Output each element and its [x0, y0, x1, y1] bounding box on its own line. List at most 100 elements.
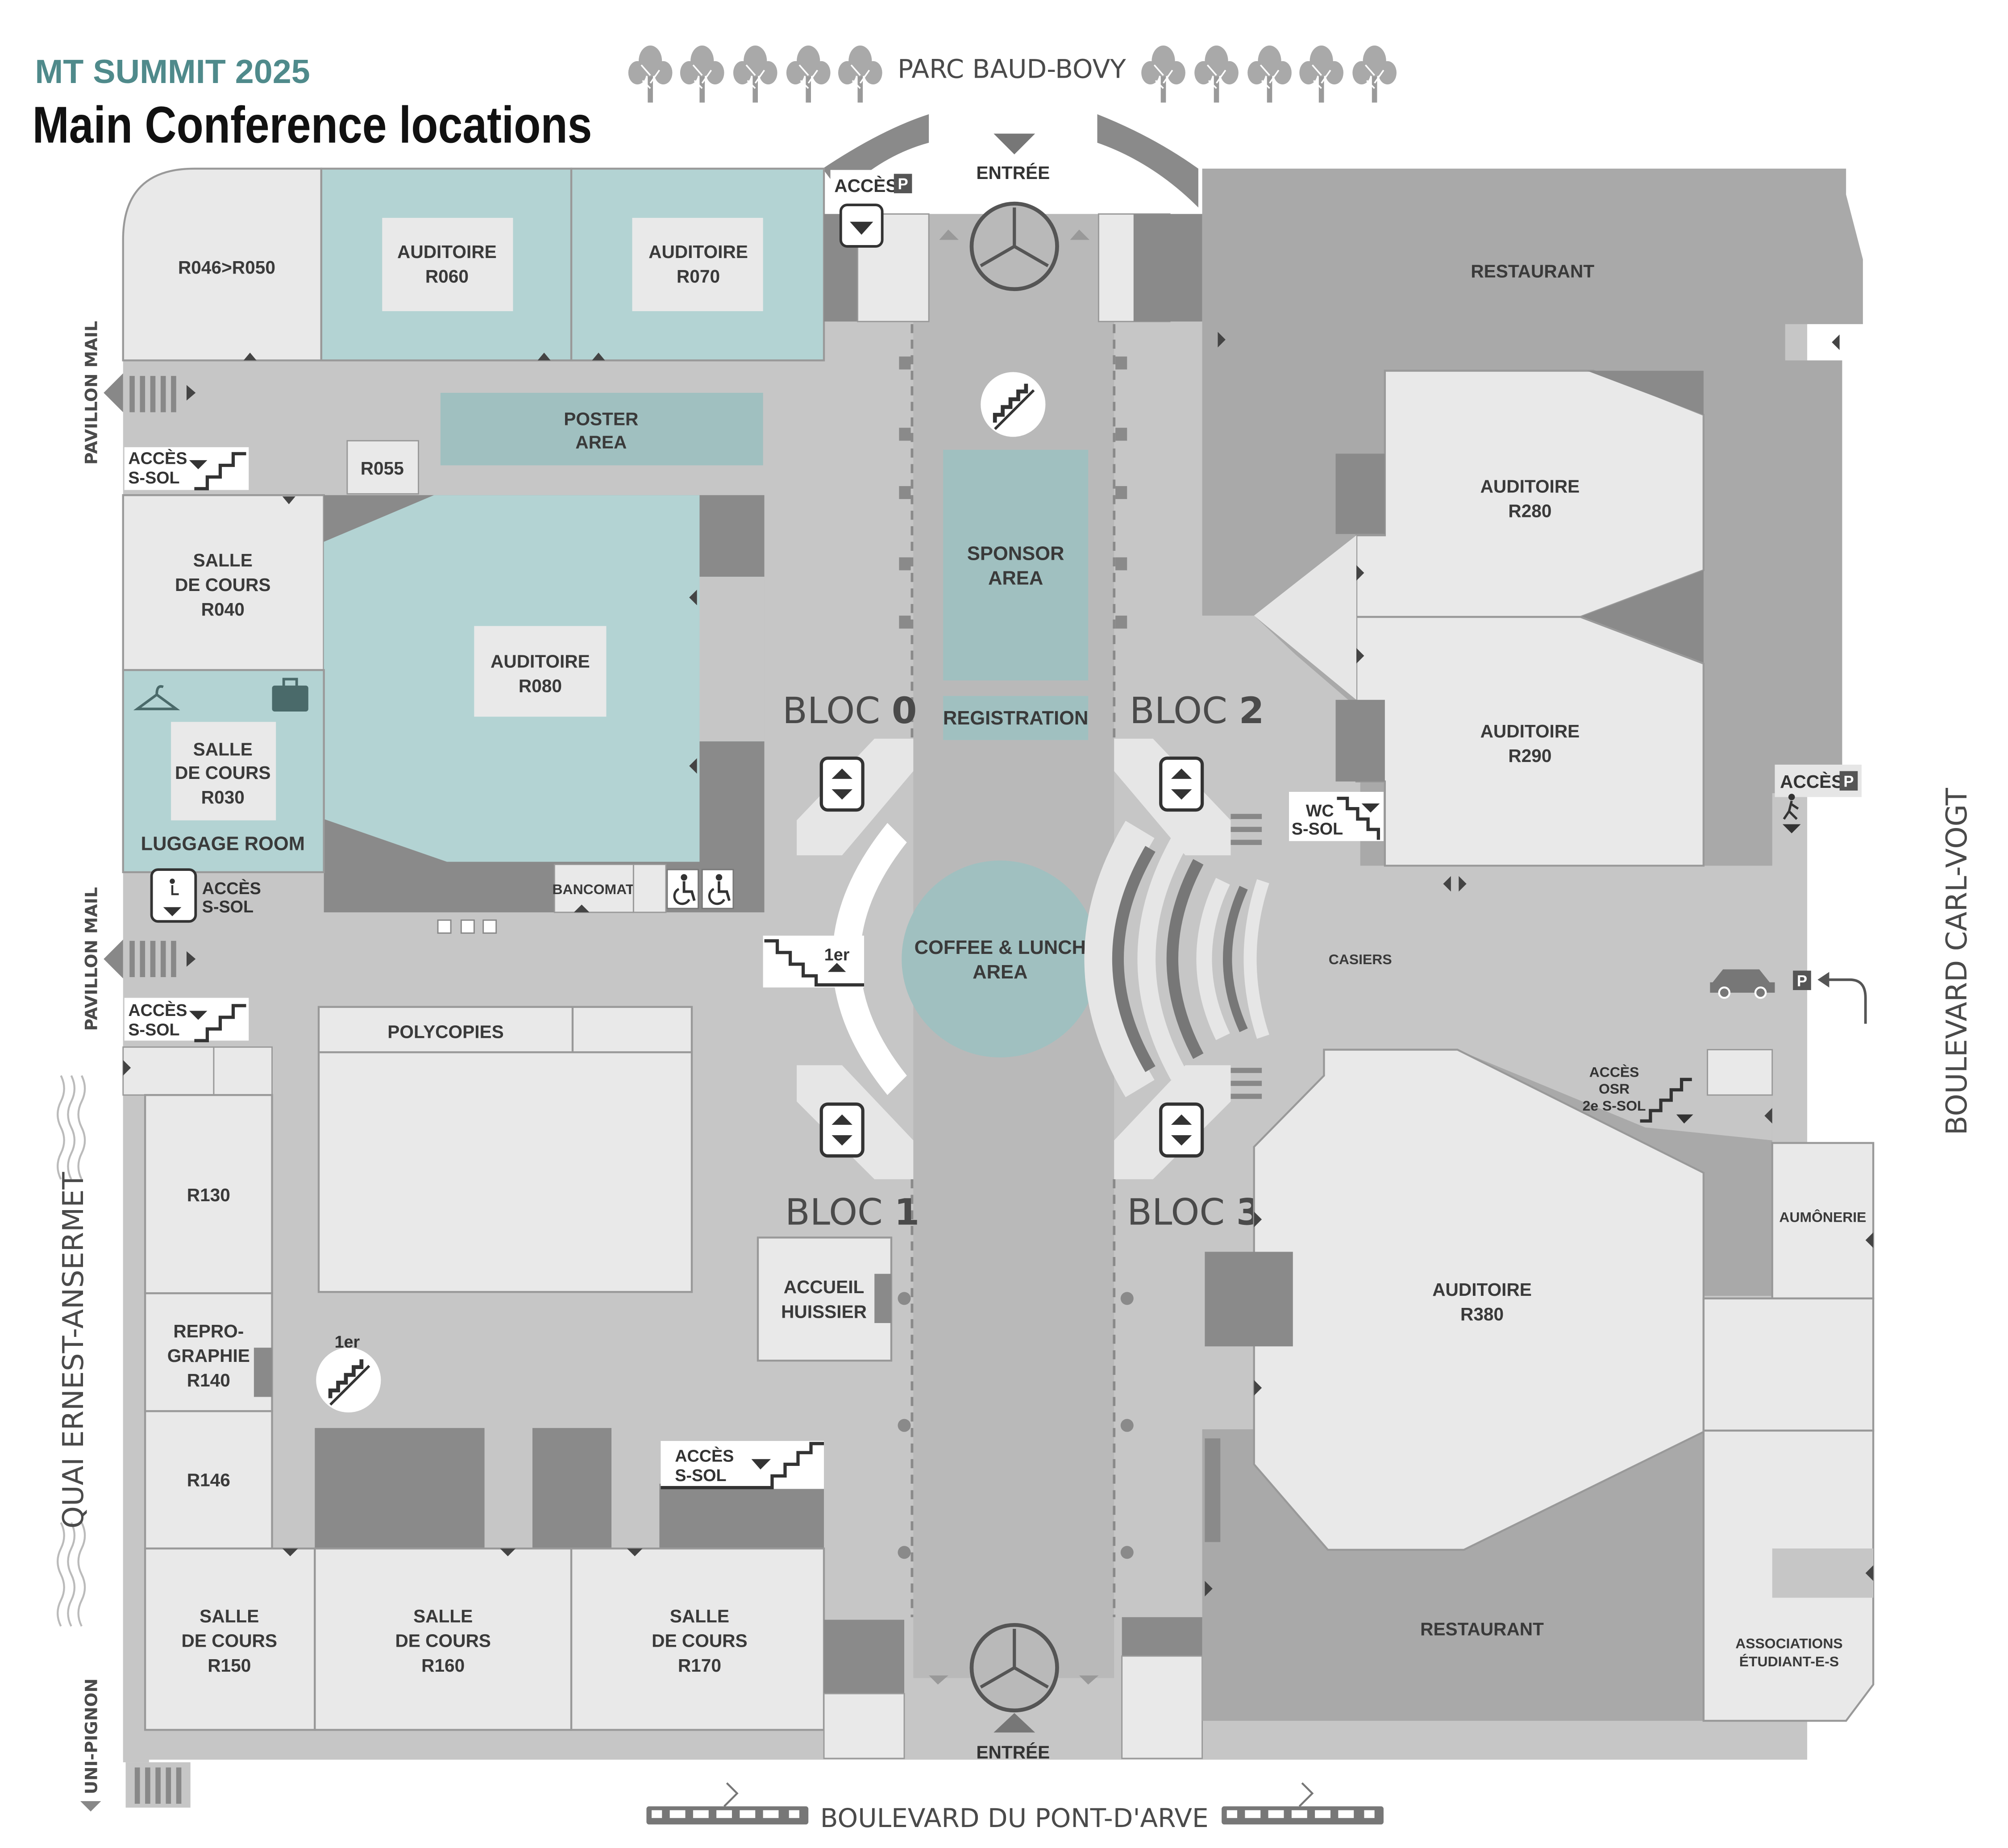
parking-access-right[interactable]: ACCÈS P [1775, 764, 1862, 833]
south-turnstile-door-icon[interactable] [972, 1625, 1057, 1711]
elevator-icon[interactable] [821, 758, 863, 810]
classroom-r030-label-3: R030 [201, 787, 245, 807]
auditorium-r380-label-1: AUDITOIRE [1432, 1279, 1532, 1300]
access-ssol-1-label-1: ACCÈS [128, 449, 187, 468]
bloc-0-label: BLOC 0 [782, 690, 917, 732]
osr-access[interactable]: ACCÈS OSR 2e S-SOL [1583, 1064, 1693, 1124]
north-entrance-wall-right [1097, 114, 1198, 208]
access-ssol-3[interactable]: ACCÈS S-SOL [124, 998, 249, 1042]
room-r140-label-1: REPRO- [173, 1321, 244, 1341]
park-trees-left [628, 45, 883, 104]
registration-label: REGISTRATION [943, 708, 1089, 729]
east-room-mid [1702, 1297, 1875, 1432]
poster-area-label-2: AREA [575, 432, 627, 453]
room-r140-label-3: R140 [187, 1370, 230, 1390]
restaurant-south-label: RESTAURANT [1420, 1619, 1544, 1640]
auditorium-r380-label-2: R380 [1460, 1304, 1504, 1324]
southwest-exit-grate [125, 1762, 191, 1808]
street-north: PARC BAUD-BOVY [898, 54, 1126, 84]
elevator-icon[interactable] [821, 1104, 863, 1156]
south-kiosk-right-dark [1122, 1617, 1202, 1656]
lockers-small [437, 919, 497, 934]
coat-hanger-icon [133, 685, 180, 711]
south-kiosk-left [823, 1693, 905, 1759]
classroom-r030-plate [171, 722, 276, 820]
classroom-r150-label-3: R150 [208, 1655, 251, 1676]
street-west: QUAI ERNEST-ANSERMET [57, 1171, 90, 1528]
north-turnstile-door-icon[interactable] [972, 204, 1057, 289]
sponsor-area [943, 450, 1089, 681]
triangular-lobby [1254, 535, 1357, 700]
bancomat[interactable] [553, 864, 634, 913]
classroom-r170 [570, 1547, 825, 1731]
auditorium-r290-label-1: AUDITOIRE [1480, 721, 1580, 741]
access-ssol-2[interactable]: ACCÈS S-SOL [150, 868, 261, 923]
access-ssol-3-label-2: S-SOL [128, 1020, 179, 1039]
small-room-west-a [122, 1046, 215, 1096]
bloc-1-label: BLOC 1 [785, 1191, 919, 1233]
auditorium-r080-label-2: R080 [519, 675, 562, 696]
wheelchair-icon [702, 870, 733, 908]
classroom-r160-label-2: DE COURS [395, 1631, 491, 1651]
classroom-r150-label-2: DE COURS [182, 1631, 277, 1651]
south-kiosk-right [1121, 1655, 1203, 1759]
west-entry-grate-2 [129, 941, 176, 978]
auditorium-r080-label-1: AUDITOIRE [491, 651, 590, 671]
curved-bench-west [832, 823, 907, 1095]
classroom-r030-label-1: SALLE [193, 739, 253, 760]
auditorium-r290-label-2: R290 [1508, 745, 1551, 766]
auditorium-r380 [1253, 1049, 1705, 1551]
parking-access-top[interactable]: ACCÈS P [830, 170, 916, 248]
stairs-icon [194, 1004, 246, 1042]
river-waves-icon [56, 1075, 86, 1627]
south-entrance-label: ENTRÉE [976, 1742, 1050, 1762]
north-entrance-arrow [994, 133, 1035, 154]
elevator-icon[interactable] [1161, 758, 1202, 810]
access-ssol-4-label-1: ACCÈS [675, 1447, 734, 1465]
classroom-r160-label-1: SALLE [413, 1606, 473, 1626]
room-r055-label: R055 [361, 458, 404, 479]
wc-label-1: WC [1306, 801, 1334, 820]
casiers-label: CASIERS [1329, 951, 1392, 967]
west-entry-grate-1 [129, 376, 176, 412]
wc-access[interactable]: WC S-SOL [1289, 791, 1384, 841]
parking-badge-letter: P [898, 175, 908, 193]
room-r130 [144, 1094, 273, 1294]
aumonerie-label: AUMÔNERIE [1779, 1209, 1866, 1225]
associations-label-1: ASSOCIATIONS [1735, 1636, 1842, 1652]
classroom-r170-label-1: SALLE [670, 1606, 729, 1626]
registration-desk [943, 696, 1089, 740]
bloc-2-label: BLOC 2 [1130, 690, 1264, 732]
osr-label-3: 2e S-SOL [1583, 1098, 1646, 1114]
elevator-icon[interactable] [1161, 1104, 1202, 1156]
access-ssol-3-label-1: ACCÈS [128, 1001, 187, 1020]
auditorium-r060-label-2: R060 [425, 266, 469, 287]
accueil-label-1: ACCUEIL [784, 1277, 865, 1297]
stairs-icon[interactable]: 1er [763, 936, 865, 988]
street-east: BOULEVARD CARL-VOGT [1941, 787, 1974, 1135]
wheelchair-icon [667, 870, 698, 908]
access-ssol-2-label-2: S-SOL [202, 897, 254, 916]
stairs-icon[interactable] [316, 1348, 381, 1412]
auditorium-r080-plate [474, 626, 607, 717]
coffee-lunch-area [902, 860, 1099, 1057]
auditorium-r060-plate [382, 218, 513, 312]
service-block-2 [532, 1428, 612, 1549]
classroom-r170-label-3: R170 [678, 1655, 721, 1676]
sponsor-area-label-2: AREA [988, 568, 1043, 589]
access-ssol-4[interactable]: ACCÈS S-SOL [661, 1441, 824, 1490]
bancomat-label: BANCOMAT [553, 881, 635, 897]
north-entrance-label: ENTRÉE [976, 162, 1050, 183]
stairs-icon[interactable] [981, 372, 1045, 437]
small-room-osr [1707, 1049, 1773, 1096]
access-ssol-1[interactable]: ACCÈS S-SOL [124, 447, 249, 491]
park-trees-right [1140, 45, 1397, 104]
associations-label-2: ÉTUDIANT-E-S [1739, 1653, 1839, 1669]
accueil-huissier [757, 1236, 893, 1362]
room-r130-label: R130 [187, 1185, 230, 1205]
restaurant-north-label: RESTAURANT [1471, 261, 1594, 282]
auditorium-r070-label-1: AUDITOIRE [649, 241, 748, 262]
bloc-3-label: BLOC 3 [1127, 1191, 1261, 1233]
classroom-r030-label-2: DE COURS [175, 762, 270, 783]
west-entry-arrow-1 [104, 373, 123, 412]
